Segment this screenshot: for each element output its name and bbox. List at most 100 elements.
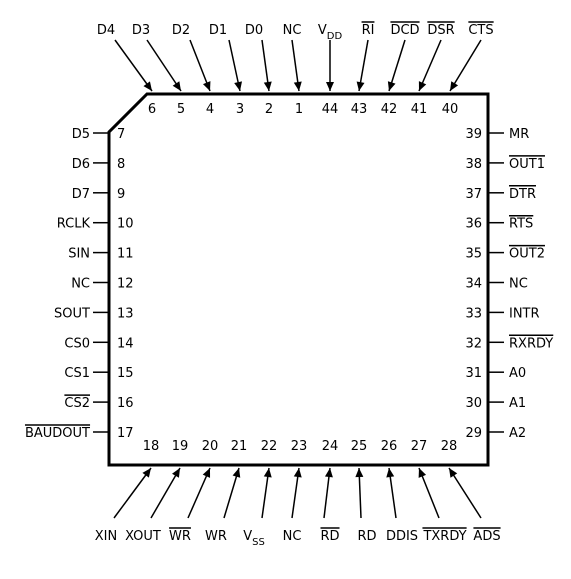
pin-name: NC (283, 529, 302, 544)
pin-number-11: 11 (117, 247, 134, 262)
pin-name-label-d6-8: D6 (72, 157, 90, 172)
pin-lead-line (187, 467, 211, 519)
pin-name-label-xin-18: XIN (95, 529, 117, 544)
pin-name-text: A0 (509, 366, 526, 381)
pin-name: D4 (97, 23, 115, 38)
pin-number-42: 42 (381, 102, 398, 117)
pin-name: CTS (468, 23, 493, 38)
pin-3: D13 (209, 23, 244, 117)
pin-name-subscript: DD (327, 31, 343, 42)
pin-name: SIN (68, 247, 90, 262)
pin-name-label-dsr-41: DSR (427, 21, 455, 38)
pin-name-text: MR (509, 127, 529, 142)
pin-number-38: 38 (465, 157, 482, 172)
pin-name-label-out1-38: OUT1 (509, 155, 545, 172)
pin-name-text: D1 (209, 23, 227, 38)
pin-name-label-a1-30: A1 (509, 396, 526, 411)
pin-name: CS1 (64, 366, 90, 381)
pin-number-21: 21 (231, 439, 248, 454)
pin-name-text: TXRDY (422, 529, 466, 544)
pin-name-label-ri-43: RI (361, 21, 375, 38)
pin-name-text: OUT1 (509, 157, 545, 172)
pin-name-text: CS0 (64, 336, 90, 351)
pin-name-label-d2-4: D2 (172, 23, 190, 38)
pin-9: D7 9 (72, 187, 126, 202)
arrowhead (293, 468, 302, 478)
pin-name: RTS (509, 217, 533, 232)
pin-number-19: 19 (172, 439, 189, 454)
pin-number-9: 9 (117, 187, 125, 202)
pin-name-text: OUT2 (509, 247, 545, 262)
pin-name-label-d3-5: D3 (132, 23, 150, 38)
pin-name-text: D3 (132, 23, 150, 38)
arrowhead (234, 81, 243, 91)
pin-name-text: DCD (390, 23, 419, 38)
arrowhead (263, 468, 272, 478)
pin-name-label-rd-25: RD (357, 529, 376, 544)
pin-number-35: 35 (465, 247, 482, 262)
pin-number-33: 33 (465, 306, 482, 321)
pin-name: D2 (172, 23, 190, 38)
pin-name: RXRDY (509, 336, 553, 351)
pin-name: CS2 (64, 396, 90, 411)
pin-name: WR (205, 529, 227, 544)
pin-name-label-rd-24: RD (320, 527, 340, 544)
pin-name: RD (320, 529, 339, 544)
arrowhead (172, 81, 181, 91)
pin-name: OUT1 (509, 157, 545, 172)
pin-42: DCD 42 (381, 21, 420, 117)
pin-name: D7 (72, 187, 90, 202)
pin-name-label-ads-28: ADS (473, 527, 501, 544)
pin-name: CS0 (64, 336, 90, 351)
pin-name-label-dcd-42: DCD (390, 21, 420, 38)
pin-name-label-mr-39: MR (509, 127, 529, 142)
pin-name: D6 (72, 157, 90, 172)
pin-number-24: 24 (322, 439, 339, 454)
pin-number-39: 39 (465, 127, 482, 142)
pin-name: V (318, 23, 327, 38)
pin-name: D5 (72, 127, 90, 142)
pin-name: NC (71, 277, 90, 292)
pin-name: WR (169, 529, 191, 544)
pin-lead-line (189, 39, 211, 92)
pin-name: MR (509, 127, 529, 142)
pin-name: ADS (473, 529, 500, 544)
pin-number-6: 6 (148, 102, 156, 117)
pin-11: SIN 11 (68, 247, 133, 262)
pin-number-10: 10 (117, 217, 134, 232)
pin-number-8: 8 (117, 157, 125, 172)
arrowhead (324, 468, 333, 478)
pin-name-label-ddis-26: DDIS (386, 529, 418, 544)
arrowhead (418, 81, 427, 91)
pin-number-1: 1 (295, 102, 303, 117)
pin-name: NC (283, 23, 302, 38)
pin-name-text: XOUT (125, 529, 161, 544)
pin-name-label-d1-3: D1 (209, 23, 227, 38)
pin-name: INTR (509, 306, 540, 321)
pin-name: A1 (509, 396, 526, 411)
pin-number-15: 15 (117, 366, 134, 381)
pin-name-text: ADS (473, 529, 500, 544)
pin-number-41: 41 (411, 102, 428, 117)
top-pin-group: D46D35D24D13D02NC1VDD44RI43DCD42DSR41CTS… (97, 21, 494, 117)
pin-name-text: D7 (72, 187, 90, 202)
pin-number-17: 17 (117, 426, 134, 441)
pin-2: D02 (245, 23, 273, 117)
arrowhead (142, 468, 151, 478)
pin-name: D1 (209, 23, 227, 38)
pin-number-26: 26 (381, 439, 398, 454)
